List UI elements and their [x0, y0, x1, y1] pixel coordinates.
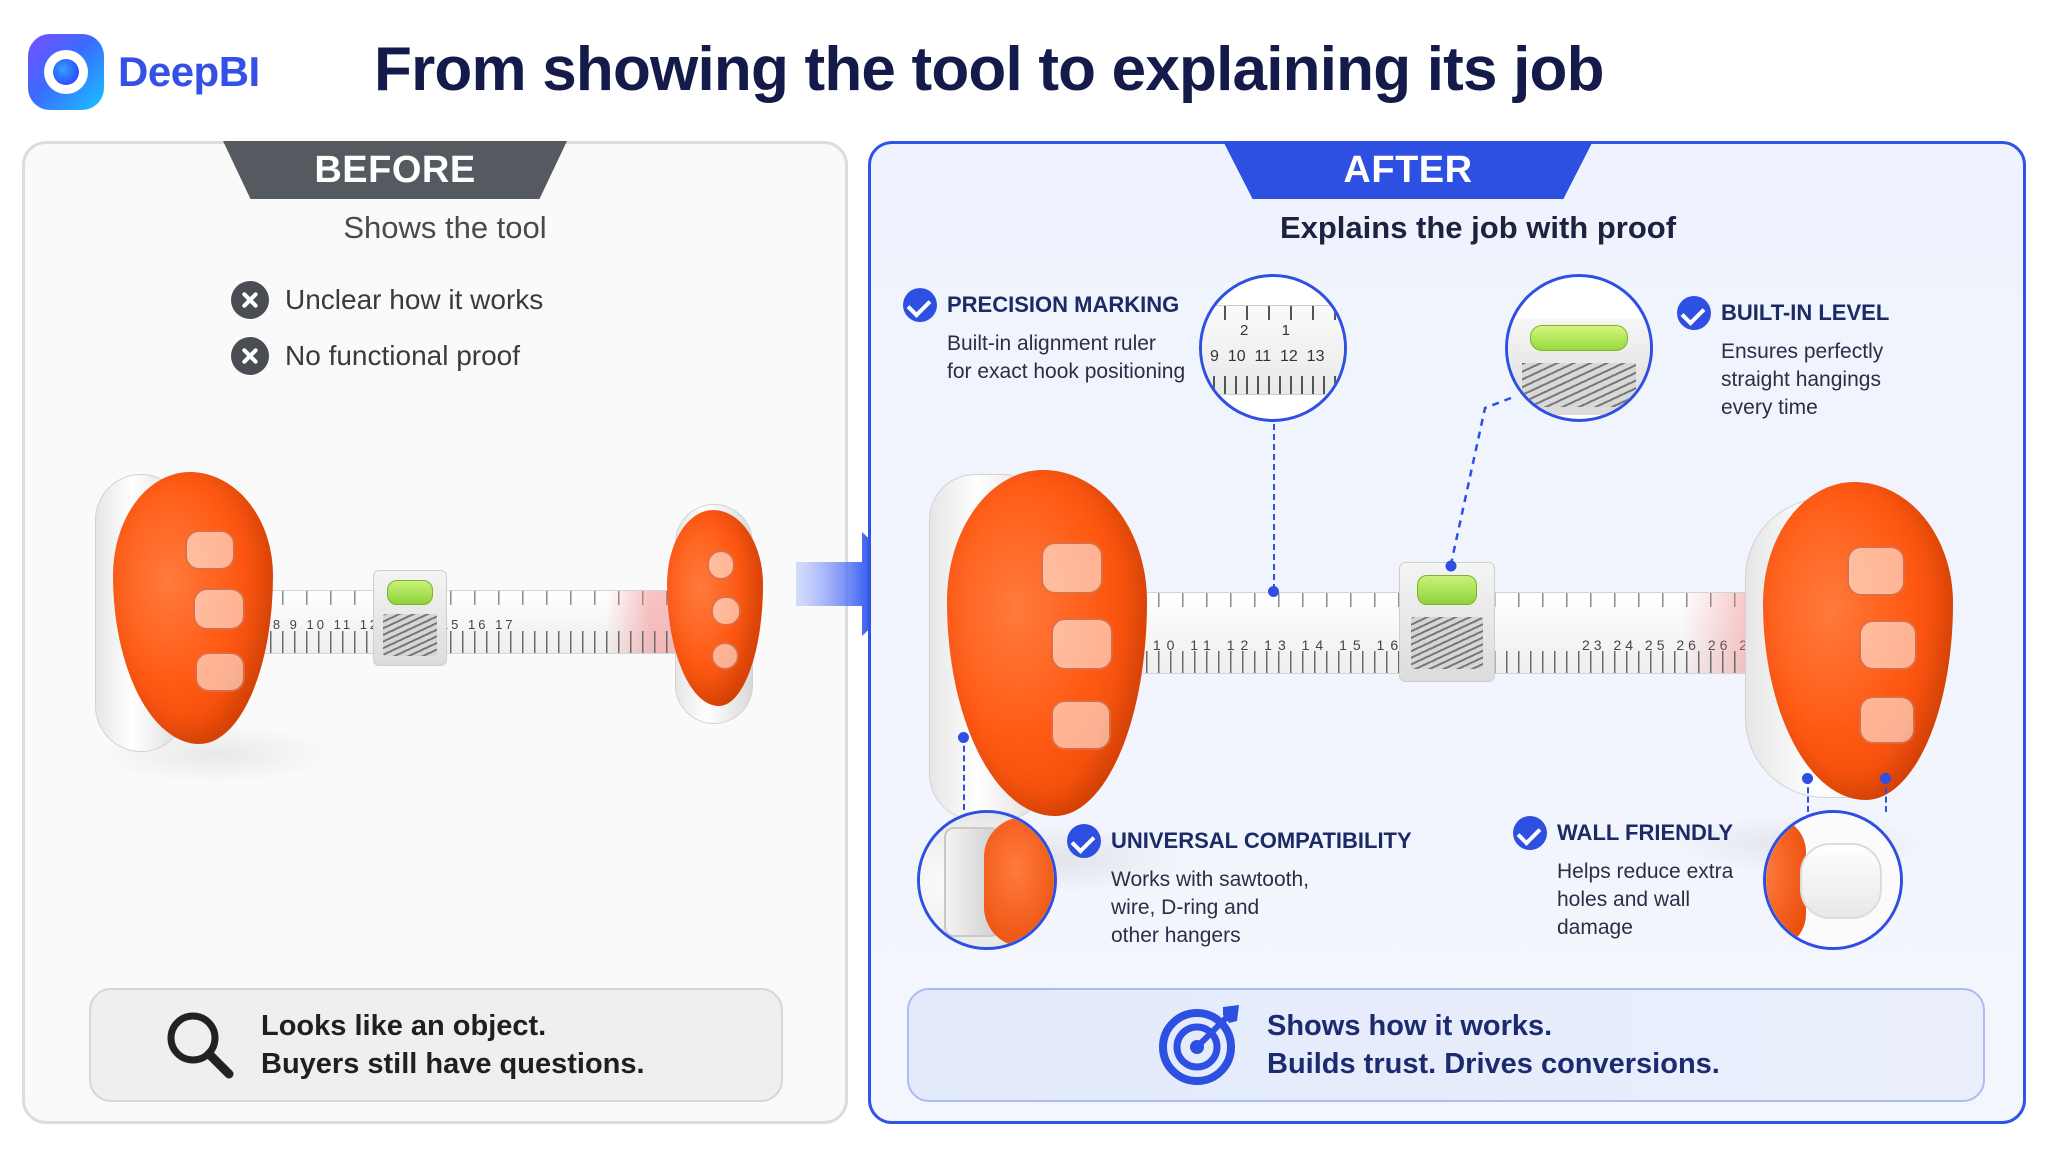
zoom-ruler-top-numbers: 2 1 — [1240, 322, 1291, 339]
after-tab: AFTER — [1223, 141, 1593, 199]
deepbi-logo-icon — [28, 34, 104, 110]
before-summary-line2: Buyers still have questions. — [261, 1048, 645, 1080]
before-issue-list: Unclear how it works No functional proof — [231, 272, 543, 384]
feature-precision-marking: PRECISION MARKING Built-in alignment rul… — [903, 288, 1185, 386]
ruler-numbers: 37 8 9 10 11 12 13 14 15 16 17 — [1068, 637, 1442, 653]
logo-text: DeepBI — [118, 48, 260, 95]
check-circle-icon — [903, 288, 937, 322]
feature-title: BUILT-IN LEVEL — [1721, 300, 1890, 325]
feature-title: WALL FRIENDLY — [1557, 820, 1734, 845]
feature-body: Helps reduce extra holes and wall damage — [1557, 860, 1734, 939]
feature-body: Built-in alignment ruler for exact hook … — [947, 332, 1186, 383]
before-tab: BEFORE — [223, 141, 567, 199]
after-summary-box: Shows how it works. Builds trust. Drives … — [907, 988, 1985, 1102]
before-summary-line1: Looks like an object. — [261, 1010, 547, 1042]
feature-title: PRECISION MARKING — [947, 292, 1180, 317]
before-summary-text: Looks like an object. Buyers still have q… — [261, 1007, 645, 1083]
before-panel: BEFORE Shows the tool Unclear how it wor… — [22, 141, 848, 1124]
feature-universal-compatibility: UNIVERSAL COMPATIBILITY Works with sawto… — [1067, 824, 1412, 950]
issue-label: Unclear how it works — [285, 284, 544, 315]
feature-body: Works with sawtooth, wire, D-ring and ot… — [1111, 868, 1310, 947]
target-icon — [1159, 1005, 1239, 1085]
x-circle-icon — [231, 281, 269, 319]
x-circle-icon — [231, 337, 269, 375]
after-summary-text: Shows how it works. Builds trust. Drives … — [1267, 1007, 1720, 1083]
after-panel: AFTER Explains the job with proof 37 8 9… — [868, 141, 2026, 1124]
issue-item: No functional proof — [231, 328, 543, 384]
feature-built-in-level: BUILT-IN LEVEL Ensures perfectly straigh… — [1677, 296, 1889, 422]
after-summary-line2: Builds trust. Drives conversions. — [1267, 1048, 1720, 1080]
feature-wall-friendly: WALL FRIENDLY Helps reduce extra holes a… — [1513, 816, 1733, 942]
zoom-wall-pad-detail — [1763, 810, 1903, 950]
product-image-after: 37 8 9 10 11 12 13 14 15 16 17 23 24 25 … — [911, 434, 2001, 934]
issue-label: No functional proof — [285, 340, 521, 371]
before-summary-box: Looks like an object. Buyers still have q… — [89, 988, 783, 1102]
zoom-ruler-bottom-numbers: 9 10 11 12 13 — [1210, 348, 1325, 365]
zoom-hanger-detail — [917, 810, 1057, 950]
check-circle-icon — [1067, 824, 1101, 858]
product-image-before: 7 8 9 10 11 12 13 14 15 16 17 — [65, 424, 805, 804]
feature-title: UNIVERSAL COMPATIBILITY — [1111, 828, 1412, 853]
before-subtitle: Shows the tool — [343, 210, 547, 245]
page-title: From showing the tool to explaining its … — [374, 35, 1604, 104]
zoom-level-detail — [1505, 274, 1653, 422]
search-icon — [167, 1012, 234, 1079]
level-connector — [1445, 396, 1512, 572]
zoom-ruler-detail: 2 1 9 10 11 12 13 — [1199, 274, 1347, 422]
issue-item: Unclear how it works — [231, 272, 543, 328]
check-circle-icon — [1513, 816, 1547, 850]
after-summary-line1: Shows how it works. — [1267, 1010, 1553, 1042]
after-subtitle: Explains the job with proof — [1279, 210, 1677, 245]
brand-logo: DeepBI — [28, 34, 260, 110]
check-circle-icon — [1677, 296, 1711, 330]
feature-body: Ensures perfectly straight hangings ever… — [1721, 340, 1884, 419]
